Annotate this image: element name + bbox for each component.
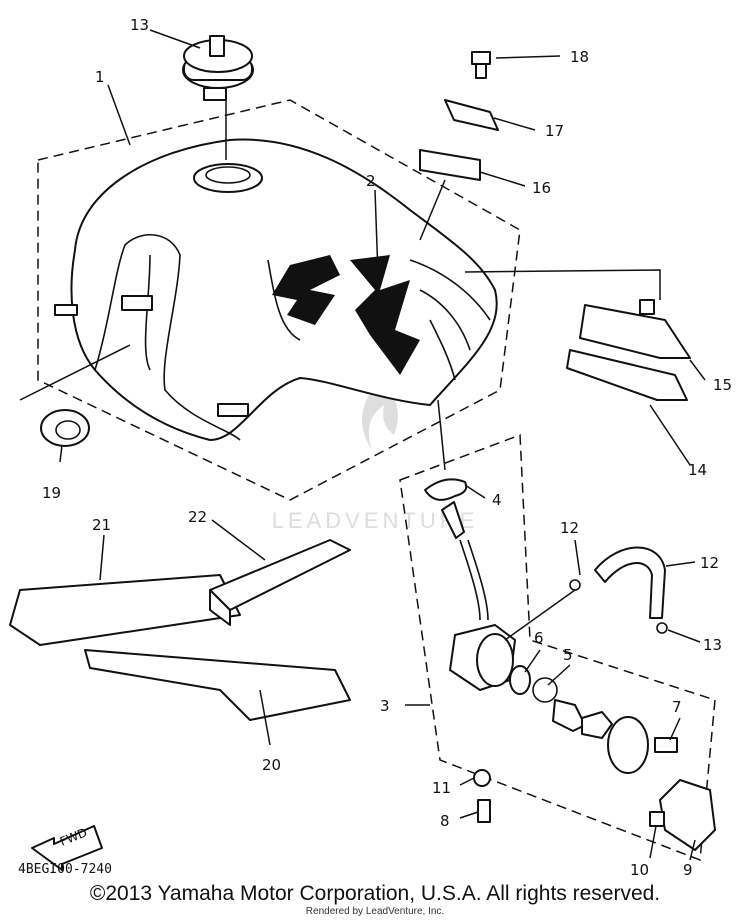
tank-group-outline <box>37 99 521 501</box>
bracket-15 <box>566 349 688 401</box>
callout-11: 11 <box>432 779 451 797</box>
callout-labels: 13 1 2 18 17 16 15 14 4 12 12 13 6 5 7 3… <box>42 16 732 879</box>
callout-20: 19 <box>42 484 61 502</box>
grommet-20 <box>40 409 90 447</box>
fuel-cap <box>182 35 254 101</box>
bolt-19 <box>471 51 491 79</box>
callout-4: 4 <box>492 491 502 509</box>
rendered-by-text: Rendered by LeadVenture, Inc. <box>305 906 445 917</box>
clip-13b <box>656 622 668 634</box>
callout-7: 7 <box>672 698 682 716</box>
pad-21 <box>84 649 351 721</box>
callout-2: 2 <box>366 172 376 190</box>
hose-12 <box>594 546 666 619</box>
callout-10: 10 <box>630 861 649 879</box>
plate-18 <box>444 99 499 131</box>
callout-16: 15 <box>713 376 732 394</box>
callout-14: 13 <box>130 16 149 34</box>
callout-13-top: 12 <box>560 519 579 537</box>
drawing-code: 4BEGI00-7240 <box>18 862 112 877</box>
callout-6: 6 <box>534 629 544 647</box>
callout-19: 18 <box>570 48 589 66</box>
callout-21: 20 <box>262 756 281 774</box>
gasket-4 <box>424 478 468 501</box>
watermark: LEADVENTURE <box>272 387 479 533</box>
callout-23: 22 <box>188 508 207 526</box>
callout-13-right: 13 <box>703 636 722 654</box>
callout-1: 1 <box>95 68 105 86</box>
bracket-16 <box>579 304 691 359</box>
fuel-cock <box>441 501 716 851</box>
copyright-footer: ©2013 Yamaha Motor Corporation, U.S.A. A… <box>89 882 661 905</box>
callout-12: 12 <box>700 554 719 572</box>
callout-22: 21 <box>92 516 111 534</box>
watermark-text: LEADVENTURE <box>272 508 479 533</box>
callout-5: 5 <box>563 646 573 664</box>
clip-13a <box>569 579 581 591</box>
fuel-tank <box>54 138 498 441</box>
callout-3: 3 <box>380 697 390 715</box>
callout-9: 9 <box>683 861 693 879</box>
pad-22 <box>9 574 241 646</box>
callout-17: 16 <box>532 179 551 197</box>
damper-17 <box>419 149 481 181</box>
callout-18: 17 <box>545 122 564 140</box>
callout-8: 8 <box>440 812 450 830</box>
petcock-group-outline <box>399 433 716 862</box>
block-23 <box>209 539 351 611</box>
callout-15: 14 <box>688 461 707 479</box>
